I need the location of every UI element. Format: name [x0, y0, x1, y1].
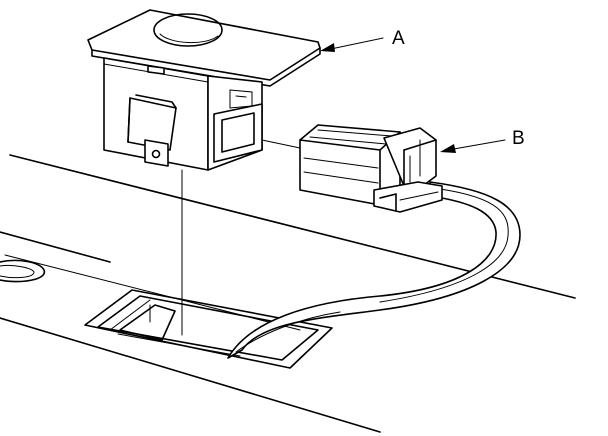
- callout-a-leader: [325, 37, 384, 51]
- callout-a-arrowhead: [320, 43, 335, 52]
- harness-connector: [261, 124, 443, 213]
- callout-b-leader: [447, 139, 506, 151]
- wire-harness: [227, 181, 521, 359]
- panel-opening: [84, 289, 333, 369]
- callout-a: A: [320, 28, 405, 52]
- callout-a-label: A: [392, 28, 405, 49]
- callout-b: B: [440, 128, 525, 153]
- switch-assembly: [87, 9, 321, 336]
- callout-b-label: B: [512, 128, 525, 149]
- callout-b-arrowhead: [440, 144, 456, 153]
